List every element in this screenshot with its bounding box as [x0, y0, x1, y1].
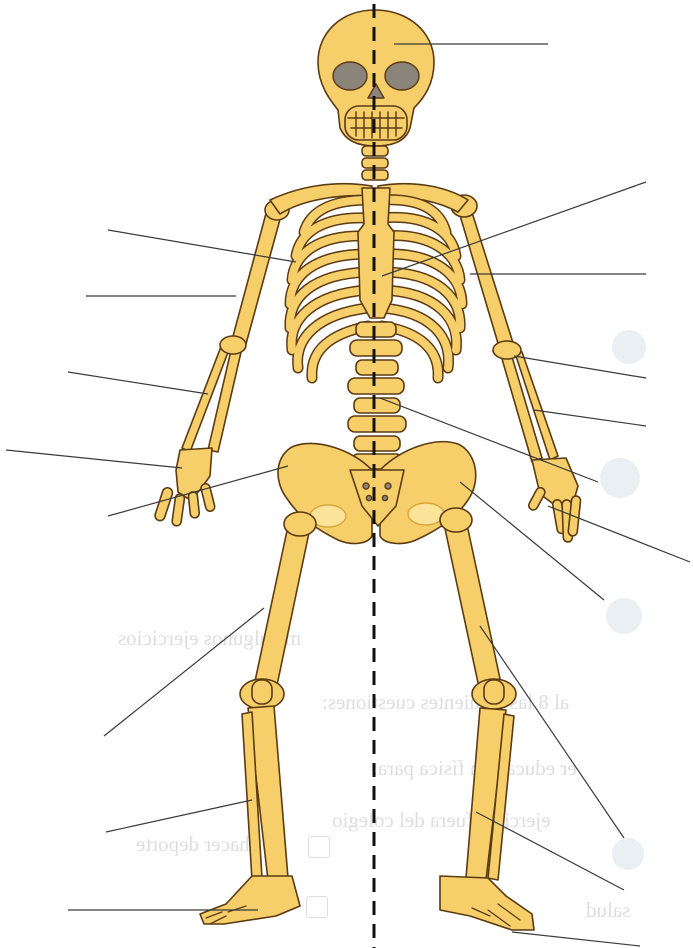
left-femur	[444, 520, 502, 692]
label-line-left-elbow	[514, 356, 646, 378]
lumbar-vertebrae	[348, 322, 406, 469]
left-femur-head	[440, 508, 472, 532]
label-line-right-wrist	[6, 450, 182, 468]
right-elbow	[220, 336, 246, 354]
sternum	[358, 188, 394, 318]
right-femur-head	[284, 512, 316, 536]
left-eye-socket	[333, 62, 367, 90]
label-line-right-femur	[104, 608, 264, 736]
left-patella	[484, 680, 504, 704]
left-foot	[440, 876, 534, 930]
right-foot	[200, 876, 300, 924]
label-line-right-forearm	[68, 372, 208, 394]
label-line-right-tibia	[106, 800, 252, 832]
right-humerus	[232, 206, 282, 344]
label-line-left-foot	[512, 932, 640, 946]
right-eye-socket	[385, 62, 419, 90]
left-obturator	[408, 503, 444, 525]
right-femur	[254, 526, 310, 690]
label-line-left-forearm	[534, 410, 646, 426]
jaw	[345, 106, 407, 140]
bones	[154, 10, 581, 930]
right-patella	[252, 680, 272, 704]
